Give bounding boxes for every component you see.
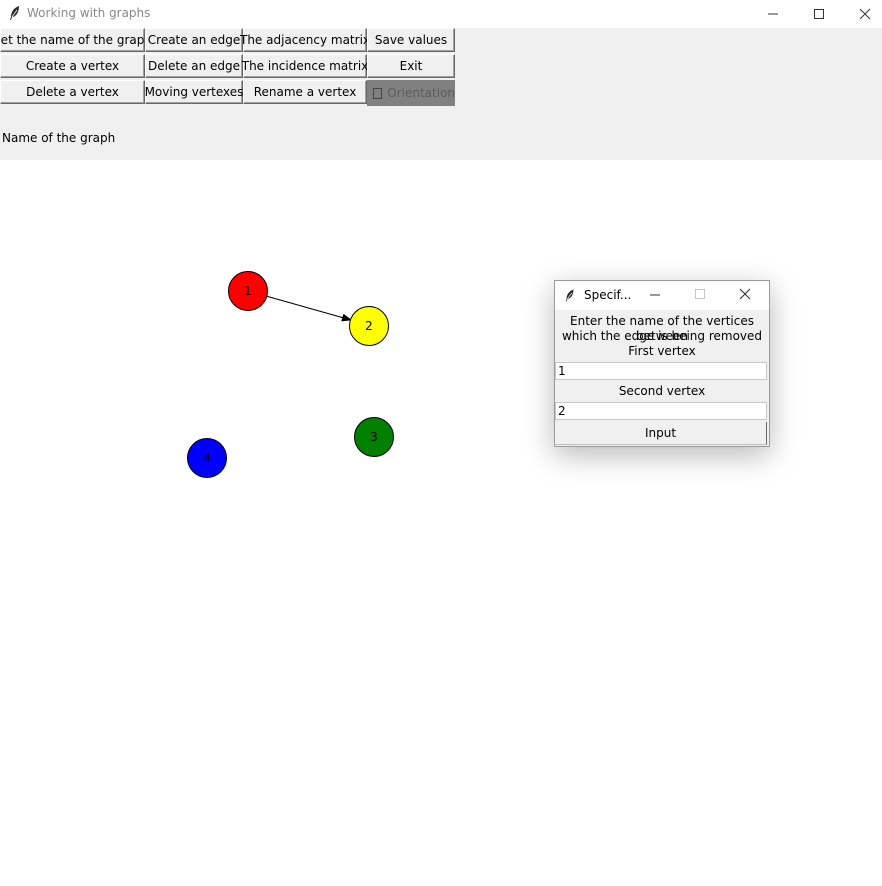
window-titlebar: Working with graphs [0,0,882,28]
graph-canvas[interactable]: 1 2 3 4 [0,160,882,886]
edge-1-2 [265,295,352,322]
vertex-1-label: 1 [244,284,252,298]
vertex-2-label: 2 [365,319,373,333]
remove-edge-dialog: Specif... Enter the name of the vertices… [554,280,770,447]
dialog-title: Specif... [584,288,632,302]
first-vertex-label: First vertex [628,344,696,358]
vertex-2[interactable]: 2 [349,306,389,346]
create-edge-button[interactable]: Create an edge [145,28,243,52]
vertex-2-circle[interactable] [349,306,389,346]
vertex-4-label: 4 [203,451,211,465]
minimize-icon [768,13,778,15]
second-vertex-input[interactable] [555,402,767,420]
maximize-icon [814,9,824,19]
exit-button[interactable]: Exit [367,54,455,78]
vertex-1[interactable]: 1 [228,271,268,311]
dialog-titlebar: Specif... [555,281,769,310]
maximize-button[interactable] [796,0,842,28]
close-button[interactable] [842,0,882,28]
set-graph-name-button[interactable]: Set the name of the graph [0,28,152,52]
moving-vertexes-button[interactable]: Moving vertexes [145,80,243,104]
dialog-prompt-line-2: which the edge is being removed [561,329,763,343]
delete-vertex-button[interactable]: Delete a vertex [0,80,145,104]
second-vertex-label: Second vertex [618,384,706,398]
vertex-3-label: 3 [370,430,378,444]
checkbox-icon[interactable] [373,87,383,99]
create-vertex-button[interactable]: Create a vertex [0,54,145,78]
first-vertex-input[interactable] [555,362,767,380]
vertex-4[interactable]: 4 [187,438,227,478]
feather-icon [10,6,19,20]
save-values-button[interactable]: Save values [367,28,455,52]
vertex-1-circle[interactable] [228,271,268,311]
vertex-4-circle[interactable] [187,438,227,478]
close-icon [859,8,871,20]
delete-edge-button[interactable]: Delete an edge [145,54,243,78]
vertex-3-circle[interactable] [354,417,394,457]
graph-name-label: Name of the graph [2,131,116,145]
minimize-button[interactable] [750,0,796,28]
maximize-icon [695,289,705,299]
input-button[interactable]: Input [555,422,767,445]
incidence-matrix-button[interactable]: The incidence matrix [242,54,368,78]
minimize-icon[interactable] [649,287,661,301]
rename-vertex-button[interactable]: Rename a vertex [243,80,367,104]
window-title: Working with graphs [27,6,151,20]
orientation-label: Orientation [387,86,455,100]
adjacency-matrix-button[interactable]: The adjacency matrix [240,28,370,52]
close-icon[interactable] [739,287,751,301]
feather-icon [565,289,574,302]
orientation-checkbox[interactable]: Orientation [367,80,455,106]
vertex-3[interactable]: 3 [354,417,394,457]
dialog-prompt-line-1: Enter the name of the vertices between [570,314,754,343]
